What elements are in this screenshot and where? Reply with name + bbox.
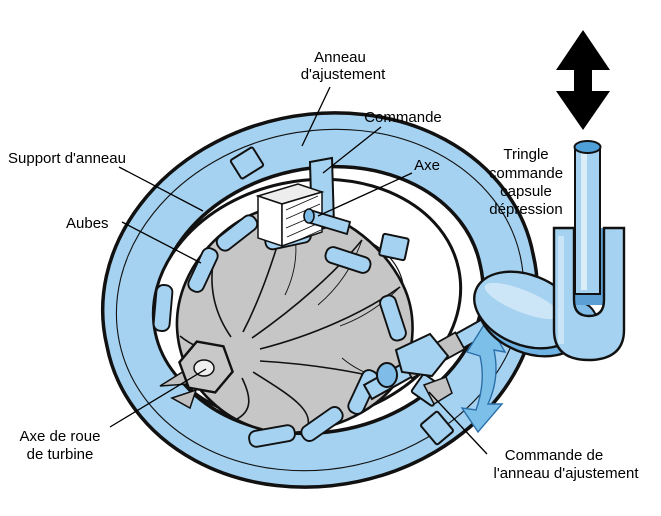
- clevis: [552, 226, 626, 362]
- ring-tab: [420, 410, 454, 446]
- leader-axis: [317, 172, 413, 217]
- label-control: Commande: [364, 109, 442, 126]
- label-rod-4: dépression: [489, 201, 562, 218]
- control-rod: [573, 140, 602, 295]
- leader-ring-support: [118, 166, 204, 212]
- label-axis: Axe: [414, 157, 440, 174]
- ring-tab: [229, 146, 265, 180]
- ring-tab: [378, 232, 410, 262]
- leader-control: [322, 126, 382, 174]
- up-down-arrow: [556, 30, 610, 130]
- label-ring-control-2: l'anneau d'ajustement: [494, 465, 640, 482]
- leader-turbine-axis: [109, 368, 207, 428]
- vane: [215, 214, 259, 252]
- leader-ring-control: [428, 391, 488, 455]
- label-rod-1: Tringle: [503, 146, 548, 163]
- leader-adjustment-ring: [301, 86, 331, 147]
- control-block: [255, 183, 325, 248]
- label-adjustment-ring-2: d'ajustement: [301, 66, 386, 83]
- rotation-arrow: [460, 318, 507, 434]
- label-vanes: Aubes: [66, 215, 109, 232]
- leader-lines: [109, 86, 488, 455]
- control-assembly: [255, 156, 352, 248]
- label-adjustment-ring: Anneau: [314, 49, 366, 66]
- shaft-pin: [376, 362, 398, 388]
- vane: [152, 284, 174, 332]
- label-ring-control-1: Commande de: [505, 447, 603, 464]
- shaft-bracket: [422, 376, 453, 406]
- label-rod-2: commande: [489, 165, 563, 182]
- rod-top-cap: [573, 140, 602, 154]
- ring-control-shaft: [362, 305, 514, 406]
- leader-vanes: [121, 221, 202, 264]
- blade-tip: [170, 388, 198, 410]
- label-turbine-axis-2: de turbine: [27, 446, 94, 463]
- vane: [300, 406, 344, 442]
- turbine-axis-nut: [178, 340, 234, 394]
- vane: [324, 246, 372, 274]
- labels: Anneau d'ajustement Commande Axe Support…: [8, 49, 639, 482]
- vane: [379, 294, 407, 342]
- shaft-fork: [394, 332, 450, 378]
- label-rod-3: capsule: [500, 183, 552, 200]
- rod-highlight: [581, 150, 587, 290]
- vane: [187, 247, 219, 293]
- vane: [248, 424, 296, 448]
- axis-pin: [303, 208, 352, 236]
- lever-highlight: [484, 282, 560, 320]
- clevis-highlight: [558, 236, 564, 344]
- actuator-assembly: [473, 140, 626, 362]
- label-ring-support: Support d'anneau: [8, 150, 126, 167]
- ring-detail-line: [115, 128, 525, 472]
- label-turbine-axis-1: Axe de roue: [20, 428, 101, 445]
